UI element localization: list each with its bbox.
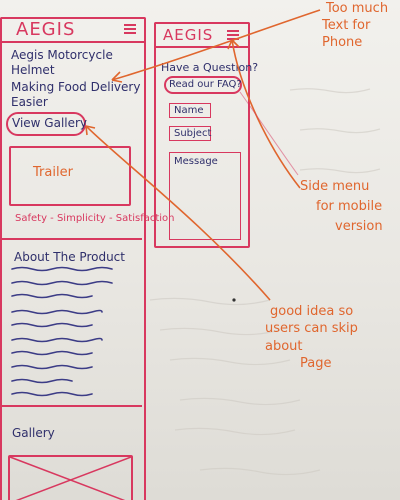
- message-field[interactable]: Message: [169, 152, 241, 240]
- annotation-side-menu-line1: Side menu: [300, 179, 370, 194]
- annotation-good-idea-line1: good idea so: [270, 304, 354, 319]
- annotation-too-much-line1: Too much: [326, 1, 389, 16]
- name-field[interactable]: Name: [169, 103, 211, 118]
- hamburger-menu-icon[interactable]: [124, 24, 136, 35]
- hero-tagline-line2: Easier: [11, 95, 48, 109]
- faq-label: Read our FAQ?: [169, 79, 242, 90]
- about-divider: [0, 238, 142, 240]
- subject-field[interactable]: Subject: [169, 126, 211, 141]
- annotation-side-menu-line2: for mobile: [316, 199, 383, 214]
- view-gallery-label: View Gallery: [12, 116, 88, 130]
- contact-question: Have a Question?: [161, 61, 259, 74]
- annotation-good-idea-line4: Page: [300, 356, 332, 371]
- hero-tagline-line1: Making Food Delivery: [11, 80, 141, 94]
- aegis-logo-contact[interactable]: AEGIS: [163, 26, 214, 44]
- annotation-good-idea-line2: users can skip: [265, 321, 358, 336]
- hero-title-line1: Aegis Motorcycle: [11, 48, 113, 62]
- annotation-good-idea-line3: about: [265, 339, 303, 354]
- motto-text: Safety - Simplicity - Satisfaction: [15, 213, 175, 224]
- trailer-label: Trailer: [33, 165, 73, 180]
- view-gallery-button[interactable]: [6, 112, 86, 136]
- gallery-image-placeholder[interactable]: [8, 455, 133, 500]
- annotation-too-much-line2: Text for: [322, 18, 371, 33]
- gallery-heading: Gallery: [12, 426, 55, 440]
- annotation-too-much-line3: Phone: [322, 35, 363, 50]
- gallery-divider: [0, 405, 142, 407]
- annotation-side-menu-line3: version: [335, 219, 383, 234]
- about-heading: About The Product: [14, 250, 125, 264]
- aegis-logo[interactable]: AEGIS: [16, 19, 76, 40]
- hero-title-line2: Helmet: [11, 63, 55, 77]
- hamburger-menu-icon-contact[interactable]: [227, 30, 239, 41]
